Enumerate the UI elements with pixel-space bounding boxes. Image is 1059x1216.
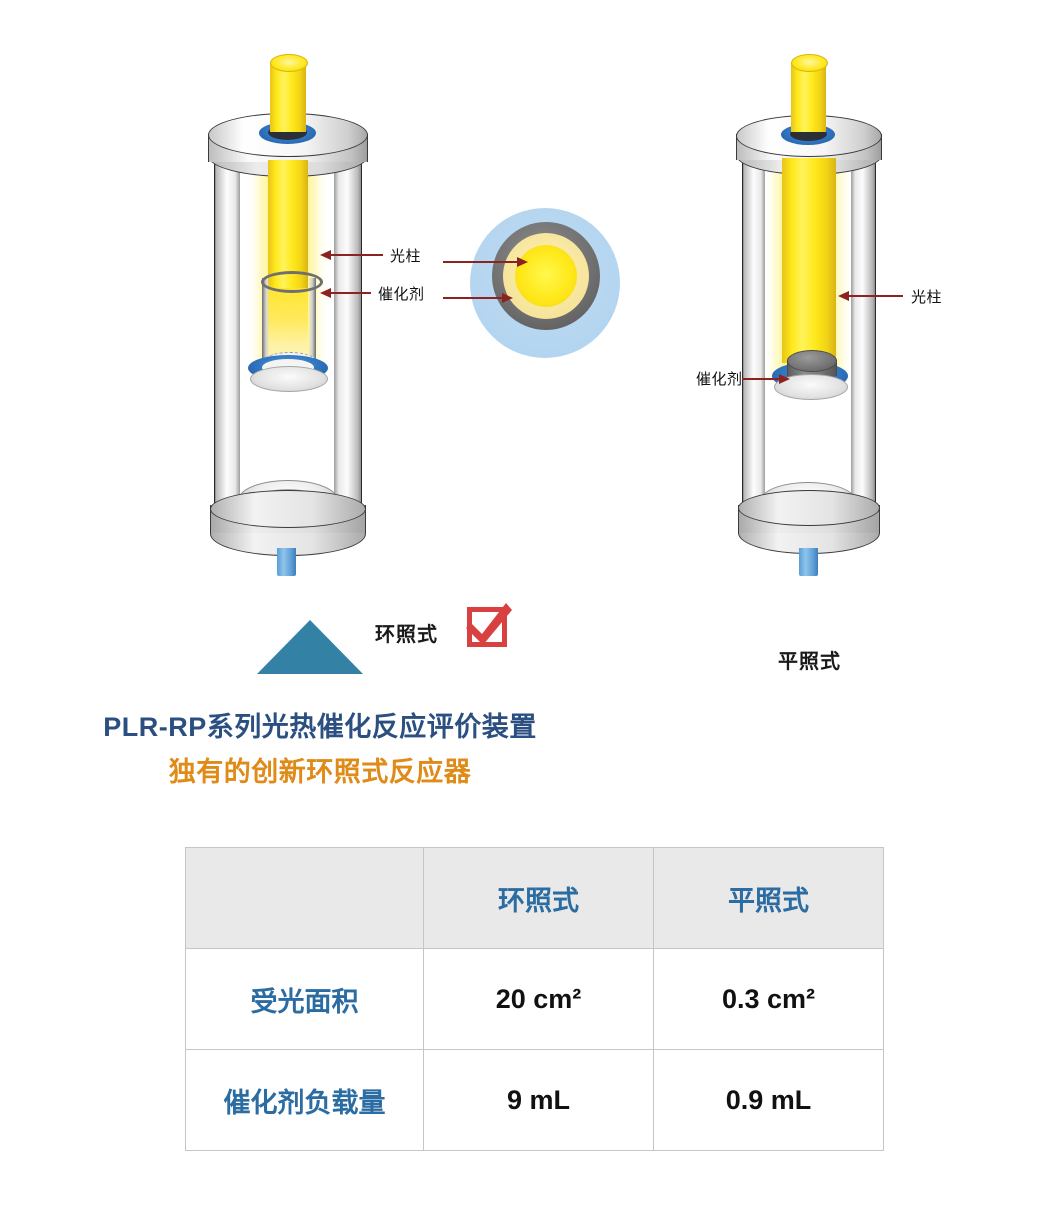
right-catalyst-puck-top: [787, 350, 837, 372]
right-beam-arrow-line: [849, 295, 903, 297]
left-beam-external: [270, 62, 306, 132]
row-label-catalyst-loading: 催化剂负载量: [185, 1049, 424, 1151]
right-beam-top-ellipse: [791, 54, 828, 72]
table-header-flat: 平照式: [653, 847, 884, 949]
table-corner-cell: [185, 847, 424, 949]
left-beam-label: 光柱: [390, 248, 422, 265]
xsection-catalyst-arrow-line: [443, 297, 503, 299]
left-base-top: [210, 490, 366, 528]
left-beam-arrow-head: [320, 250, 331, 260]
cell-catalyst-loading-flat: 0.9 mL: [653, 1049, 884, 1151]
check-mark-icon: [466, 603, 512, 645]
left-catalyst-tube-rim: [261, 271, 323, 293]
xsection-beam-arrow-line: [443, 261, 518, 263]
right-base-top: [738, 490, 880, 526]
left-reactor-caption: 环照式: [375, 624, 438, 646]
checkbox-checked-icon[interactable]: [466, 603, 512, 647]
cell-light-area-flat: 0.3 cm²: [653, 948, 884, 1050]
left-catalyst-label: 催化剂: [378, 286, 425, 303]
xsection-beam-arrow-head: [517, 257, 528, 267]
row-label-light-area: 受光面积: [185, 948, 424, 1050]
right-catalyst-arrow-head: [779, 374, 790, 384]
right-reactor-caption: 平照式: [778, 651, 841, 673]
title-block: PLR-RP系列光热催化反应评价装置 独有的创新环照式反应器: [0, 705, 640, 789]
right-outlet-port: [799, 548, 818, 576]
right-beam-external: [791, 62, 826, 132]
selection-triangle-marker: [257, 620, 363, 674]
cell-catalyst-loading-ring: 9 mL: [423, 1049, 654, 1151]
xsection-beam-core: [515, 245, 577, 307]
right-beam-internal: [782, 158, 836, 363]
table-row: 受光面积 20 cm² 0.3 cm²: [185, 948, 884, 1050]
left-glass-wall-right: [334, 160, 358, 528]
left-outlet-port: [277, 548, 296, 576]
page-title-line2: 独有的创新环照式反应器: [168, 757, 472, 787]
right-glass-wall-left: [744, 160, 765, 528]
left-catalyst-arrow-line: [331, 292, 371, 294]
page-title-line1: PLR-RP系列光热催化反应评价装置: [103, 712, 537, 742]
left-beam-top-ellipse: [270, 54, 308, 72]
table-header-row: 环照式 平照式: [185, 847, 884, 949]
table-row: 催化剂负载量 9 mL 0.9 mL: [185, 1049, 884, 1151]
left-catalyst-arrow-head: [320, 288, 331, 298]
right-glass-wall-right: [851, 160, 872, 528]
left-glass-wall-left: [216, 160, 240, 528]
left-tube-base-collar: [250, 366, 328, 392]
left-beam-internal: [268, 160, 308, 290]
right-catalyst-label: 催化剂: [696, 371, 743, 388]
left-beam-arrow-line: [331, 254, 383, 256]
comparison-table: 环照式 平照式 受光面积 20 cm² 0.3 cm² 催化剂负载量 9 mL …: [185, 847, 884, 1151]
right-catalyst-arrow-line: [742, 378, 780, 380]
right-beam-label: 光柱: [911, 289, 943, 306]
right-beam-arrow-head: [838, 291, 849, 301]
table-header-ring: 环照式: [423, 847, 654, 949]
xsection-catalyst-arrow-head: [502, 293, 513, 303]
cell-light-area-ring: 20 cm²: [423, 948, 654, 1050]
